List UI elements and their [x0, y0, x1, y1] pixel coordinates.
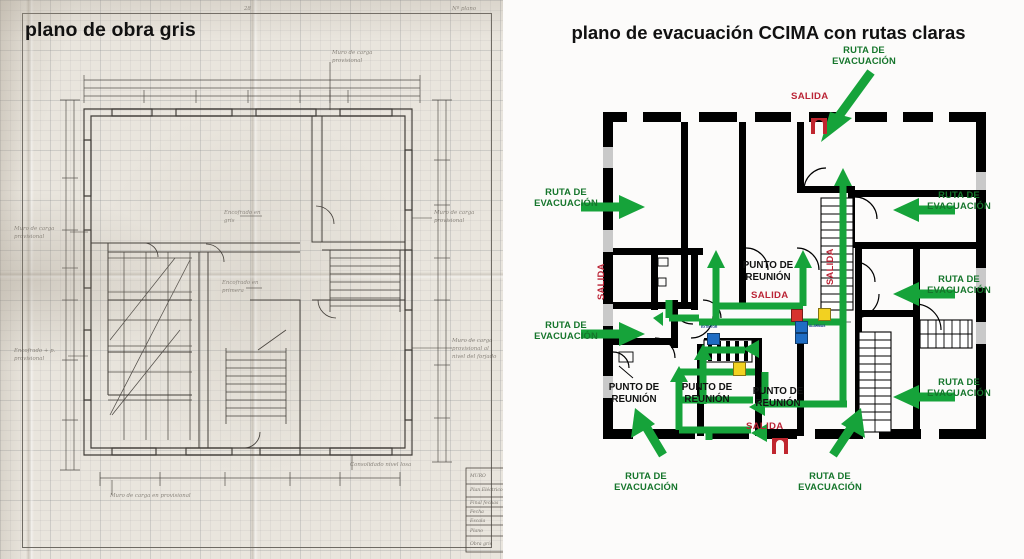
svg-text:Muro de carga: Muro de carga: [451, 338, 492, 344]
svg-text:Muro de carga: Muro de carga: [331, 50, 372, 56]
svg-text:Nº plano: Nº plano: [451, 5, 477, 12]
svg-text:Escala: Escala: [469, 518, 485, 524]
svg-text:Fecha: Fecha: [469, 509, 484, 515]
equipment-sign-icon: [795, 333, 808, 344]
svg-text:Plano: Plano: [469, 528, 483, 534]
panel-right-title: plano de evacuación CCIMA con rutas clar…: [571, 22, 966, 43]
label-salida-center: SALIDA: [751, 290, 789, 301]
svg-text:Muro de carga: Muro de carga: [13, 226, 54, 232]
svg-text:provisional al: provisional al: [452, 346, 489, 352]
extintor-caption: EXTINTOR: [701, 325, 718, 329]
alarmas-caption: ALARMAS: [809, 324, 826, 328]
panel-plano-obra-gris: Muro de carga provisional Muro de carga pr…: [0, 0, 503, 559]
svg-text:primera: primera: [222, 288, 244, 294]
svg-text:provisional: provisional: [434, 218, 464, 224]
sheet-border: [22, 13, 492, 548]
label-salida-bottom: SALIDA: [746, 421, 784, 432]
panel-plano-evacuacion: plano de evacuación CCIMA con rutas clar…: [503, 0, 1024, 559]
svg-text:Encofrado + p.: Encofrado + p.: [13, 348, 56, 354]
paper-fold-vertical-1: [26, 0, 34, 559]
svg-text:provisional: provisional: [332, 58, 362, 64]
svg-text:nivel del forjado: nivel del forjado: [452, 354, 497, 360]
svg-text:Muro de carga en provisional: Muro de carga en provisional: [109, 493, 191, 499]
svg-text:gris: gris: [224, 218, 235, 224]
label-salida-left-vertical: SALIDA: [595, 263, 606, 300]
svg-text:28: 28: [243, 6, 251, 12]
svg-text:Consolidado nivel losa: Consolidado nivel losa: [350, 462, 411, 468]
label-salida-top: SALIDA: [791, 91, 829, 102]
label-salida-right-vertical: SALIDA: [824, 248, 835, 285]
panel-left-title: plano de obra gris: [25, 19, 196, 41]
paper-fold-horizontal: [0, 272, 503, 279]
svg-text:MURO: MURO: [469, 473, 486, 479]
warning-hazard-icon: [818, 308, 831, 321]
svg-text:Encofrado en: Encofrado en: [223, 210, 261, 216]
svg-text:provisional: provisional: [14, 356, 44, 362]
blueprint-drawing: Muro de carga provisional Muro de carga pr…: [13, 5, 503, 553]
svg-text:provisional: provisional: [14, 234, 44, 240]
warning-stairs-icon: [733, 362, 746, 376]
extinguisher-info-icon: [707, 333, 720, 345]
alarm-sign-icon: [795, 321, 808, 333]
svg-text:Final fechas: Final fechas: [469, 500, 499, 506]
paper-fold-vertical-2: [250, 0, 258, 559]
svg-text:Obra gris: Obra gris: [470, 541, 493, 547]
evacuation-floorplan: [581, 69, 986, 458]
svg-text:Plan Eléctrico: Plan Eléctrico: [469, 486, 503, 493]
svg-text:Encofrado en: Encofrado en: [221, 280, 259, 286]
svg-text:Muro de carga: Muro de carga: [433, 210, 474, 216]
